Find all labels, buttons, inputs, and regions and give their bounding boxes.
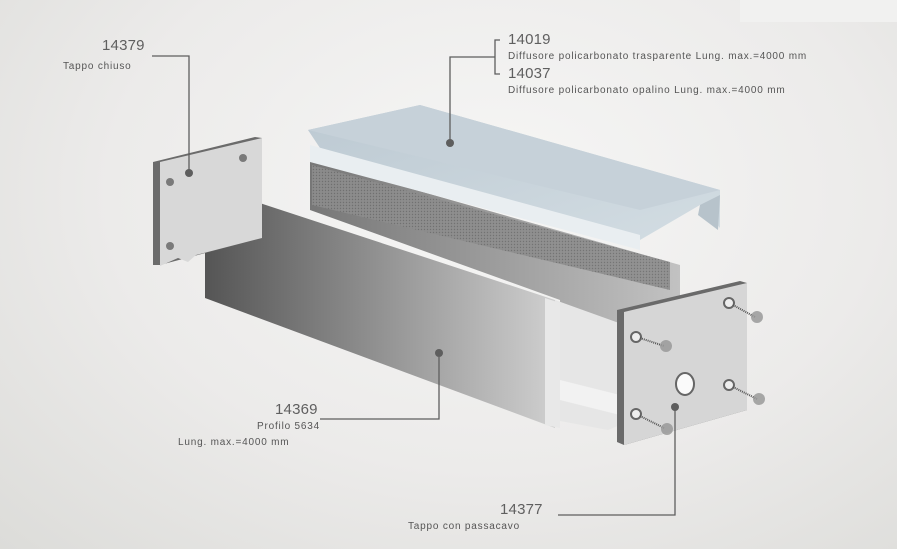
profile-length: Lung. max.=4000 mm [178, 437, 290, 448]
leader-lines [152, 39, 676, 516]
diffuser-opal-description: Diffusore policarbonato opalino Lung. ma… [508, 85, 786, 96]
diffuser-clear-code: 14019 [508, 31, 551, 48]
leader-dots [185, 139, 679, 411]
header-corner-panel [740, 0, 897, 22]
profile-code: 14369 [275, 401, 318, 418]
end-cap-cable-code: 14377 [500, 501, 543, 518]
end-cap-with-cable-gland [617, 281, 765, 445]
front-profile-panel [205, 185, 560, 428]
end-cap-closed [153, 137, 262, 266]
diffuser-clear-description: Diffusore policarbonato trasparente Lung… [508, 51, 807, 62]
end-cap-cable-description: Tappo con passacavo [408, 521, 520, 532]
diffuser-opal-code: 14037 [508, 65, 551, 82]
end-cap-closed-description: Tappo chiuso [63, 61, 132, 72]
profile-name: Profilo 5634 [257, 421, 320, 432]
diffuser-cover [308, 105, 720, 250]
end-cap-closed-code: 14379 [102, 37, 145, 54]
